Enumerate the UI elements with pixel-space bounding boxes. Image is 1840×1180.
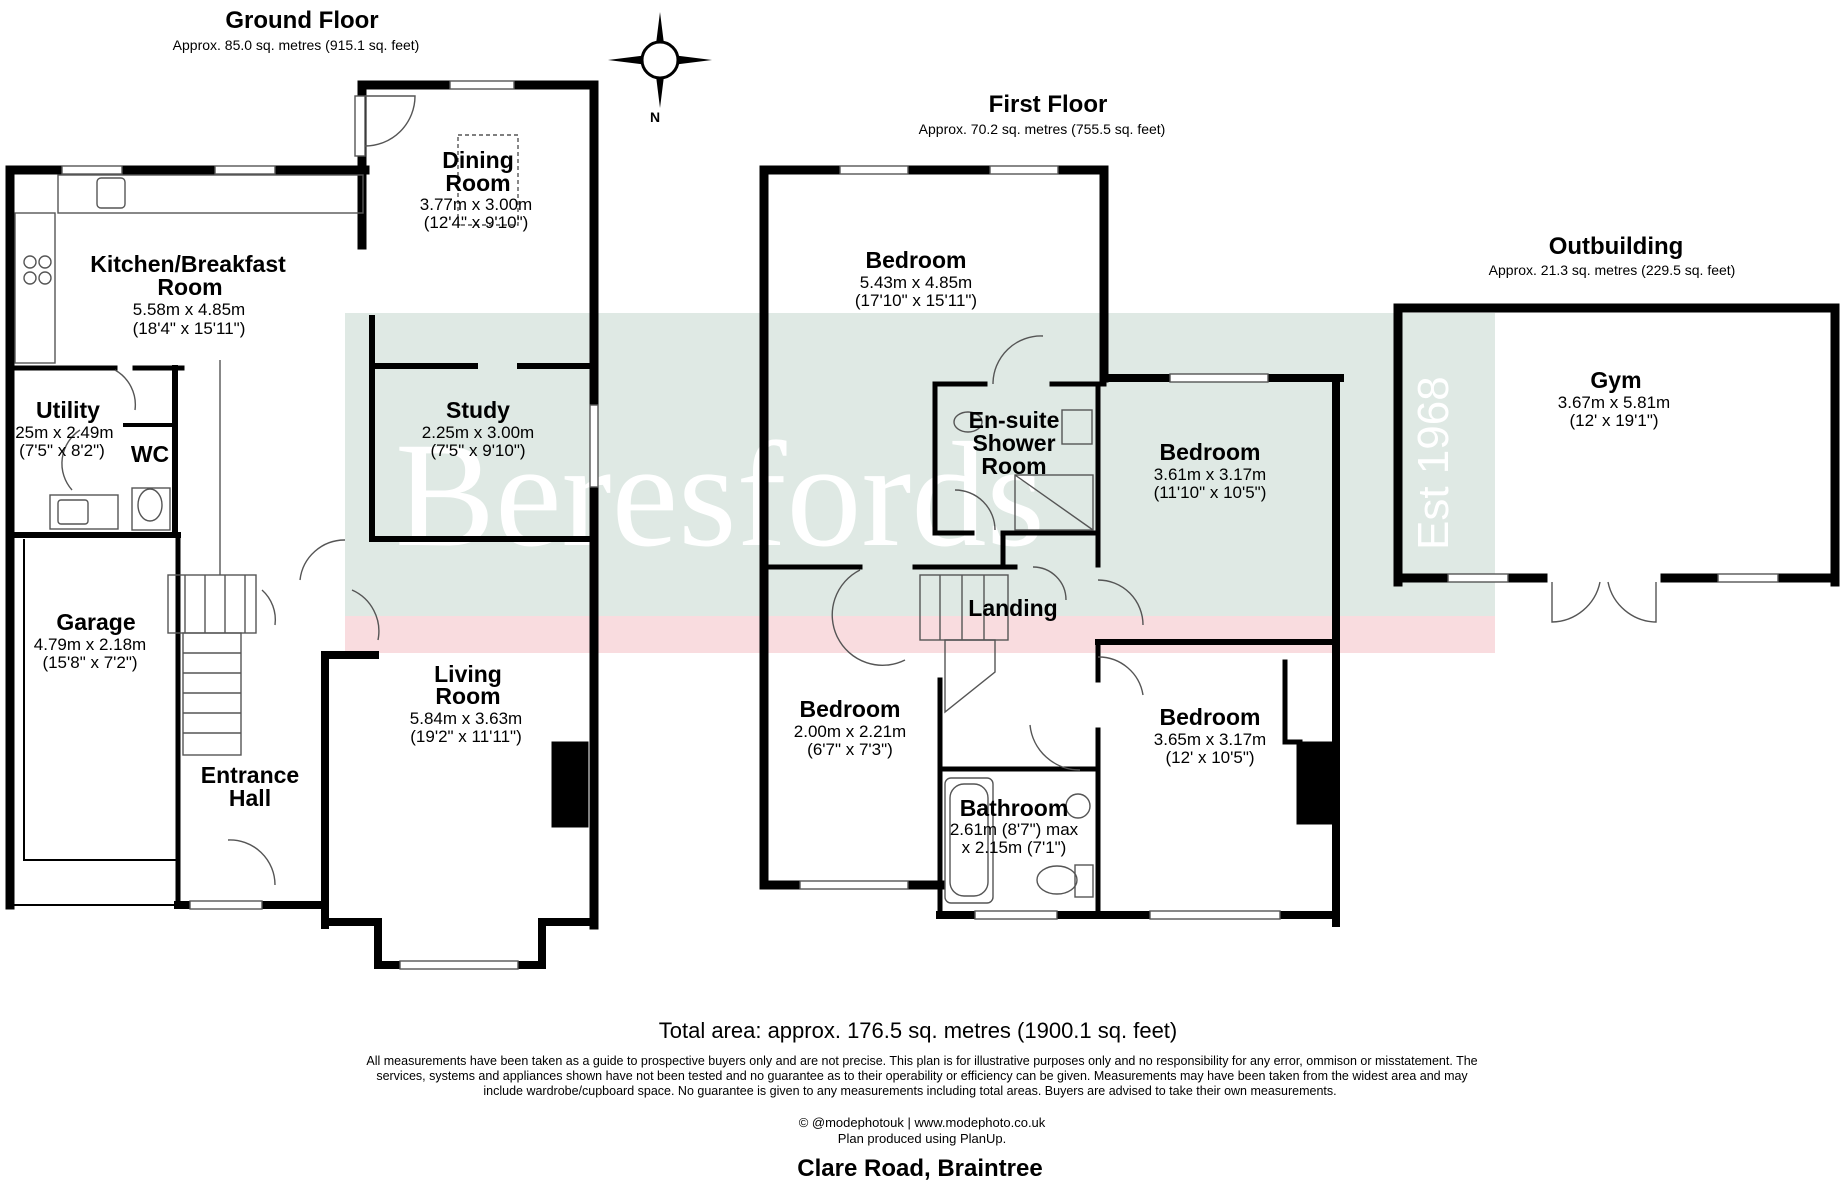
study-name: Study: [446, 397, 510, 423]
outbuilding-walls: [1393, 303, 1840, 587]
garage-dim: 4.79m x 2.18m: [34, 635, 146, 654]
kitchen-name: Kitchen/Breakfast: [90, 251, 286, 277]
outbuilding-title: Outbuilding: [1549, 233, 1684, 260]
study-dim-imperial: (7'5" x 9'10"): [430, 441, 525, 460]
garage-dim-imperial: (15'8" x 7'2"): [42, 653, 137, 672]
bathroom-dim-2: x 2.15m (7'1"): [962, 838, 1067, 857]
utility-dim-imperial: (7'5" x 8'2"): [19, 441, 105, 460]
ground-floor-labels: Ground Floor Approx. 85.0 sq. metres (91…: [11, 7, 535, 811]
bedroom-4-name: Bedroom: [1160, 704, 1261, 730]
outbuilding-labels: Outbuilding Approx. 21.3 sq. metres (229…: [1489, 233, 1736, 430]
outbuilding-area: Approx. 21.3 sq. metres (229.5 sq. feet): [1489, 262, 1736, 278]
landing-name: Landing: [968, 595, 1057, 621]
first-floor-labels: First Floor Approx. 70.2 sq. metres (755…: [794, 91, 1267, 857]
credit-line-2: Plan produced using PlanUp.: [838, 1131, 1006, 1146]
study-dim: 2.25m x 3.00m: [422, 423, 534, 442]
dining-room-dim: 3.77m x 3.00m: [420, 195, 532, 214]
ground-floor-title: Ground Floor: [225, 7, 378, 34]
total-area: Total area: approx. 176.5 sq. metres (19…: [659, 1018, 1178, 1043]
bedroom-1-dim: 5.43m x 4.85m: [860, 273, 972, 292]
watermark-est: Est 1968: [1409, 376, 1458, 550]
compass-north-label: N: [650, 109, 660, 125]
first-floor-title: First Floor: [989, 91, 1108, 118]
bedroom-3-dim: 2.00m x 2.21m: [794, 722, 906, 741]
bedroom-1-name: Bedroom: [866, 247, 967, 273]
first-floor-fixtures: [799, 165, 1281, 920]
kitchen-dim: 5.58m x 4.85m: [133, 300, 245, 319]
kitchen-name-2: Room: [157, 274, 222, 300]
ensuite-name-2: Shower: [972, 430, 1055, 456]
dining-room-dim-imperial: (12'4" x 9'10"): [424, 213, 529, 232]
dining-room-name-2: Room: [445, 170, 510, 196]
bedroom-4-dim: 3.65m x 3.17m: [1154, 730, 1266, 749]
disclaimer-line-2: services, systems and appliances shown h…: [376, 1069, 1468, 1083]
outbuilding-fixtures: [1447, 573, 1779, 623]
bedroom-3-dim-imperial: (6'7" x 7'3"): [807, 740, 893, 759]
credit-line-1: © @modephotouk | www.modephoto.co.uk: [799, 1115, 1046, 1130]
disclaimer-line-3: include wardrobe/cupboard space. No guar…: [483, 1084, 1336, 1098]
bathroom-dim: 2.61m (8'7") max: [950, 820, 1079, 839]
footer: Total area: approx. 176.5 sq. metres (19…: [366, 1018, 1477, 1180]
ensuite-name: En-suite: [969, 407, 1060, 433]
address: Clare Road, Braintree: [797, 1155, 1042, 1180]
bathroom-name: Bathroom: [960, 795, 1069, 821]
wc-name: WC: [131, 441, 169, 467]
bedroom-2-dim-imperial: (11'10" x 10'5"): [1154, 483, 1267, 502]
dining-room-name: Dining: [442, 147, 514, 173]
bedroom-4-dim-imperial: (12' x 10'5"): [1165, 748, 1254, 767]
disclaimer-line-1: All measurements have been taken as a gu…: [366, 1054, 1477, 1068]
gym-dim-imperial: (12' x 19'1"): [1569, 411, 1658, 430]
living-room-dim: 5.84m x 3.63m: [410, 709, 522, 728]
entrance-hall-name-2: Hall: [229, 785, 271, 811]
gym-name: Gym: [1590, 367, 1641, 393]
gym-dim: 3.67m x 5.81m: [1558, 393, 1670, 412]
living-room-dim-imperial: (19'2" x 11'11"): [410, 727, 522, 746]
ground-floor-fixtures: [14, 80, 599, 970]
ensuite-name-3: Room: [981, 453, 1046, 479]
entrance-hall-name: Entrance: [201, 762, 299, 788]
bedroom-1-dim-imperial: (17'10" x 15'11"): [855, 291, 977, 310]
kitchen-dim-imperial: (18'4" x 15'11"): [133, 319, 246, 338]
living-room-name: Living: [434, 661, 502, 687]
living-room-name-2: Room: [435, 683, 500, 709]
bedroom-2-name: Bedroom: [1160, 439, 1261, 465]
utility-dim: .25m x 2.49m: [11, 423, 114, 442]
garage-name: Garage: [56, 609, 135, 635]
ground-floor-area: Approx. 85.0 sq. metres (915.1 sq. feet): [173, 37, 420, 53]
compass-rose-icon: N: [608, 12, 712, 125]
bedroom-3-name: Bedroom: [800, 696, 901, 722]
bedroom-2-dim: 3.61m x 3.17m: [1154, 465, 1266, 484]
first-floor-area: Approx. 70.2 sq. metres (755.5 sq. feet): [919, 121, 1166, 137]
utility-name: Utility: [36, 397, 100, 423]
